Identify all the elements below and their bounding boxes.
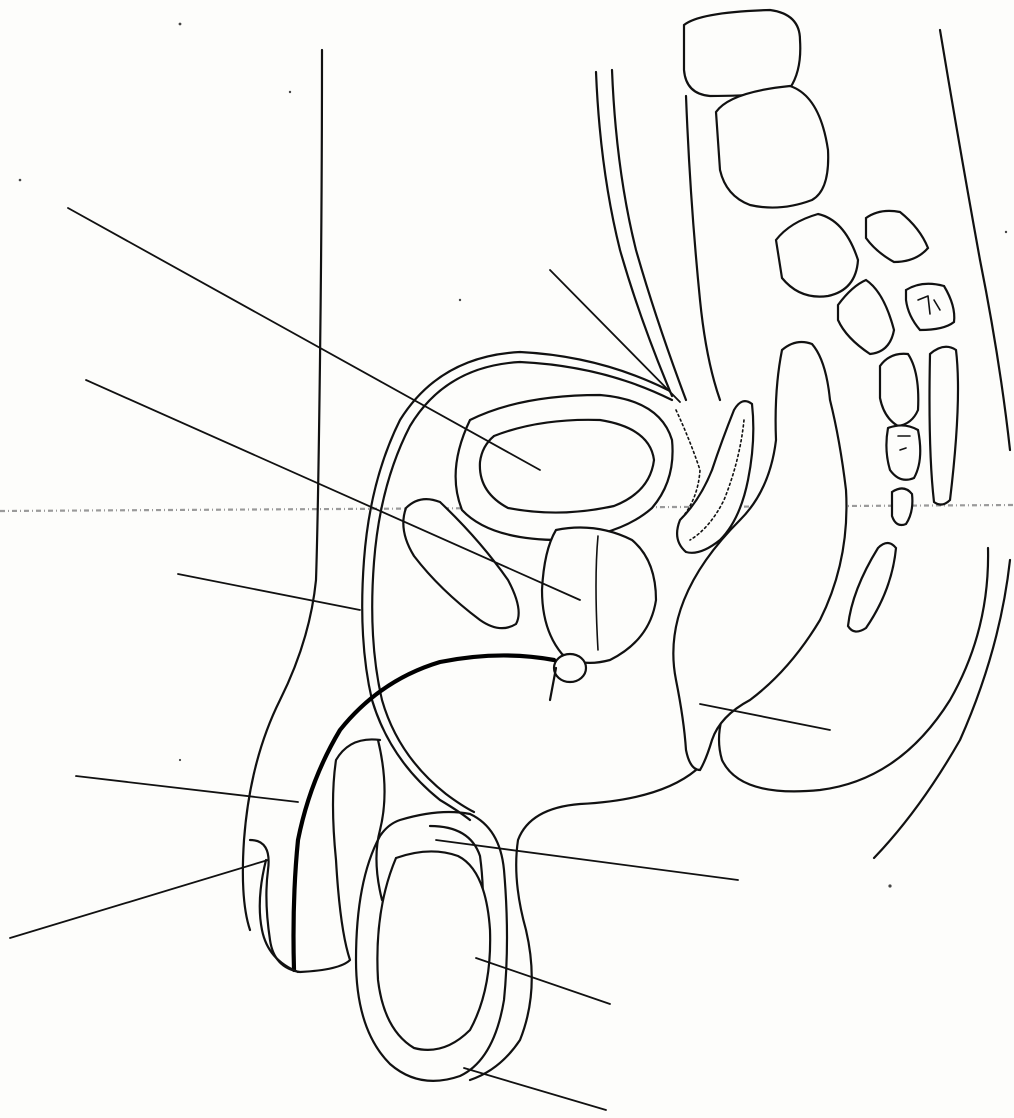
ureter-inner <box>612 70 686 400</box>
leader-line-10 <box>464 1068 606 1110</box>
leader-line-6 <box>550 270 680 402</box>
perineum-outline <box>470 770 696 1080</box>
leader-line-3 <box>178 574 360 610</box>
leader-line-5 <box>10 860 268 938</box>
leader-line-1 <box>68 208 540 470</box>
corpus-line <box>376 740 384 900</box>
prostate <box>542 528 656 663</box>
testis <box>377 851 490 1049</box>
leader-line-4 <box>76 776 298 802</box>
leader-line-9 <box>476 958 610 1004</box>
perineal-stem <box>550 668 556 700</box>
peritoneum-line <box>686 96 720 400</box>
penis-outline <box>250 739 380 972</box>
bladder <box>456 395 673 540</box>
ureter-outer <box>596 72 672 396</box>
bulbourethral-gland <box>554 654 586 682</box>
buttock-outline <box>874 560 1010 858</box>
rectum <box>673 342 846 770</box>
